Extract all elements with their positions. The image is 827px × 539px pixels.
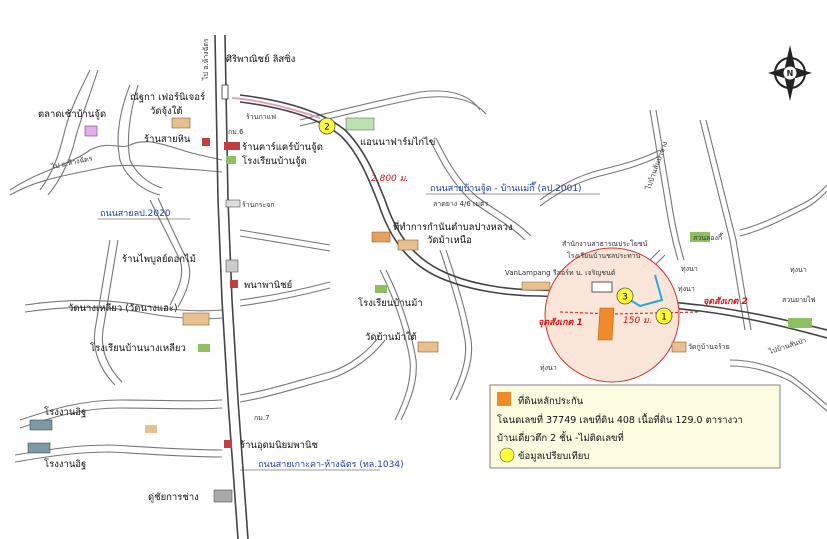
label-to-left: ไป อ.ห้างฉัตร (50, 153, 94, 171)
label-kor-6: กม.6 (228, 128, 244, 136)
label-factory-1: โรงงานอิฐ (44, 406, 86, 418)
legend-collateral-swatch (497, 392, 511, 406)
factory-icon (27, 442, 51, 454)
market-icon (84, 125, 98, 137)
legend-deed: โฉนดเลขที่ 37749 เลขที่ดิน 408 เนื้อที่ด… (497, 413, 743, 426)
label-school-jud: โรงเรียนบ้านจู้ด (242, 155, 307, 167)
label-nattika: ณัฐกา เฟอร์นิเจอร์ (130, 91, 205, 103)
label-suanyang: สวนยายไฟ (782, 295, 816, 304)
temple-icon (397, 239, 419, 251)
shop-icon (224, 440, 232, 448)
marker-1[interactable]: 1 (655, 307, 673, 325)
shop-icon (202, 138, 210, 146)
label-wat-nanghiao: วัดนางเหลียว (วัดนางแฮะ) (68, 302, 178, 314)
label-dist-2800: 2,800 ม. (371, 174, 408, 184)
glass-shop-icon (225, 199, 241, 208)
resort-icon (521, 281, 551, 291)
legend-box (489, 384, 781, 469)
marker-1-label: 1 (661, 313, 667, 323)
label-road-2020: ถนนสายลป.2020 (100, 209, 171, 219)
label-factory-2: โรงงานอิฐ (44, 458, 86, 470)
label-suanlong: สวนลองกึ๊ (693, 232, 724, 242)
label-ran-udom: ร้านอุดมนิยมพานิช (240, 440, 318, 451)
label-annafarm: แอนนาฟาร์มไก่ไข่ (360, 136, 435, 148)
label-sripanich: ศิริพาณิชย์ ลิสซิ่ง (226, 52, 295, 65)
garden-icon (690, 232, 710, 242)
label-dee-service: ดู่ชัยการช่าง (148, 492, 199, 503)
label-ran-food: ร้านกาแฟ (246, 113, 276, 121)
label-wat-manua: วัดม้าเหนือ (427, 235, 472, 246)
label-talad: ตลาดเช้าบ้านจู้ด (38, 109, 106, 120)
route-to-annafarm (231, 97, 321, 119)
compass-north-arrow: N (768, 45, 812, 101)
school-icon (375, 285, 387, 293)
label-road-width: ลาดยาง 4/6 เมตร (433, 200, 488, 208)
legend: ที่ดินหลักประกัน โฉนดเลขที่ 37749 เลขที่… (489, 384, 781, 469)
school-icon (198, 344, 210, 352)
label-ran-saihin: ร้านสายหิน (144, 134, 191, 145)
label-thungna-4: ทุ่งนา (790, 266, 807, 274)
marker-2[interactable]: 2 (318, 117, 336, 135)
label-point-2: จุดสังเกต 2 (703, 296, 748, 307)
label-road-1034: ถนนสายเกาะคา-ห้างฉัตร (ทล.1034) (258, 459, 404, 470)
carcare-icon (224, 142, 240, 150)
temple-icon (182, 312, 210, 326)
label-wat-mahlai: วัดบ้านม้าใต้ (365, 331, 417, 343)
label-carcare: ร้านคาร์แคร์บ้านจู้ด (242, 141, 323, 153)
label-point-1: จุดสังเกต 1 (538, 317, 583, 328)
label-thungna-1: ทุ่งนา (681, 265, 698, 273)
legend-house: บ้านเดี่ยวตึก 2 ชั้น -ไม่ติดเลขที่ (497, 431, 624, 444)
label-thungna-2: ทุ่งนา (678, 285, 695, 293)
label-kor-7: กม.7 (254, 414, 270, 422)
compass-letter: N (787, 69, 794, 78)
label-health: สำนักงานสาธารณประโยชน์ (562, 239, 648, 248)
temple-icon (171, 117, 191, 129)
marker-3[interactable]: 3 (616, 287, 634, 305)
collateral-parcel (597, 307, 615, 341)
label-dist-150: 150 ม. (623, 316, 652, 326)
label-glass-shop: ร้านกระจก (242, 201, 275, 209)
office-icon (371, 231, 391, 243)
temple-icon (671, 341, 687, 353)
label-to-top: ไป อ.ห้างฉัตร (201, 38, 210, 81)
farm-icon (345, 117, 375, 131)
label-to-sanfan: ไปบ้านสันป่า (767, 335, 807, 356)
flower-icon (225, 259, 239, 273)
label-panapanich: พนาพานิชย์ (244, 279, 292, 291)
label-resort: รีสอร์ท น. เจริญชนต์ (553, 269, 616, 277)
label-ran-flower: ร้านไพบูลย์ดอกไม้ (122, 253, 196, 265)
house-icon (145, 425, 157, 433)
office-icon (591, 281, 613, 293)
garden-icon (788, 318, 812, 328)
marker-3-label: 3 (622, 293, 628, 303)
label-school-ma: โรงเรียนบ้านม้า (358, 297, 423, 309)
temple-icon (417, 341, 439, 353)
label-thungna-3: ทุ่งนา (540, 364, 557, 372)
label-school-gr: โรงเรียนบ้านชลประทาน (567, 251, 641, 260)
shop-icon (230, 280, 238, 288)
label-road-2001: ถนนสายบ้านจู้ด - บ้านแม่กึ๊ (ลป.2001) (430, 181, 582, 194)
blue-route (629, 274, 664, 308)
factory-icon (29, 419, 53, 431)
legend-compare: ข้อมูลเปรียบเทียบ (518, 450, 589, 462)
label-office: ที่ทำการกำนันตำบลปางหลวง (393, 220, 513, 233)
legend-marker-swatch (499, 447, 515, 463)
school-icon (226, 156, 236, 164)
minor-roads (9, 69, 827, 463)
garage-icon (213, 489, 233, 503)
building-icons (27, 84, 812, 503)
label-school-nang: โรงเรียนบ้านนางเหลียว (90, 342, 186, 354)
building-icon (221, 84, 229, 100)
label-wat-jungtai: วัดจุ้งใต้ (150, 105, 183, 117)
marker-2-label: 2 (324, 123, 330, 133)
legend-title: ที่ดินหลักประกัน (518, 394, 584, 407)
label-wat-kuban: วัดกู่บ้านจร้าย (688, 343, 730, 351)
label-vanlampang: VanLampang (505, 269, 551, 277)
